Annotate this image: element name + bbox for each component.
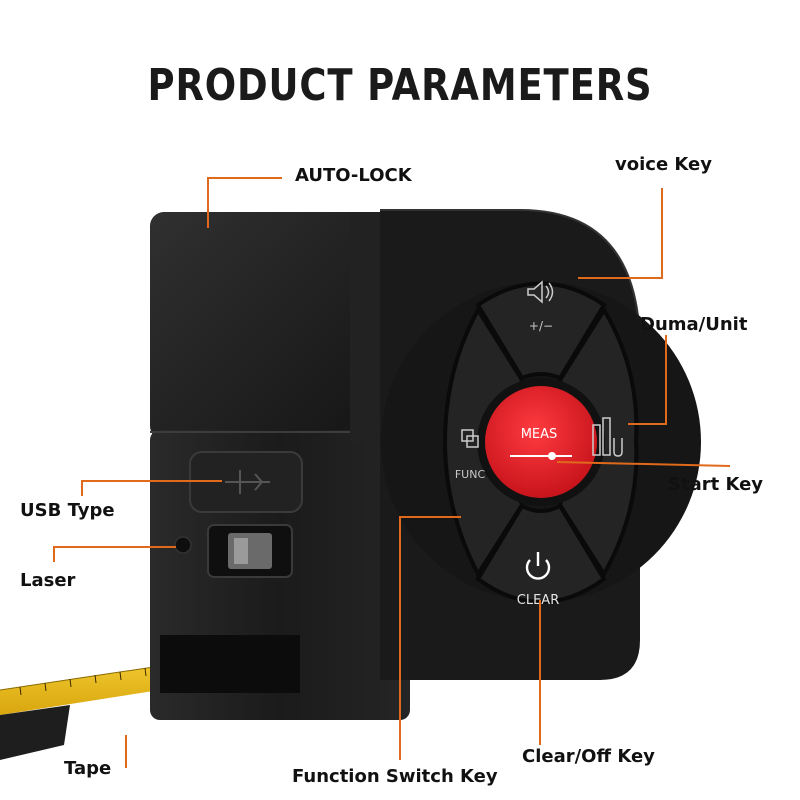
meas-label: MEAS xyxy=(521,427,558,442)
tape-slot xyxy=(160,635,300,693)
callout-auto-lock: AUTO-LOCK xyxy=(295,165,412,186)
callout-function-switch: Function Switch Key xyxy=(292,766,498,787)
callout-laser: Laser xyxy=(20,570,76,591)
meas-button[interactable] xyxy=(485,386,597,498)
page-title: PRODUCT PARAMETERS xyxy=(147,60,653,111)
voice-key[interactable] xyxy=(475,281,607,381)
callout-duma-unit: Duma/Unit xyxy=(640,314,748,335)
unit-icon xyxy=(592,417,623,457)
laser-aperture xyxy=(174,524,293,578)
func-label: FUNC xyxy=(455,468,486,481)
clear-key[interactable] xyxy=(475,503,607,604)
callout-voice-key: voice Key xyxy=(615,154,712,175)
callout-tape: Tape xyxy=(64,758,112,779)
speaker-icon xyxy=(527,280,554,304)
func-icon xyxy=(461,429,479,448)
button-cluster: +/− MEAS FUNC CLEAR xyxy=(381,280,701,608)
callout-usb-type: USB Type xyxy=(20,500,115,521)
power-icon xyxy=(525,552,551,580)
callout-lines xyxy=(53,177,731,768)
callout-clear-off: Clear/Off Key xyxy=(522,746,655,767)
volume-label: +/− xyxy=(529,319,553,333)
usb-port xyxy=(189,451,303,513)
clear-label: CLEAR xyxy=(517,593,559,608)
callout-start-key: Start Key xyxy=(668,474,764,495)
